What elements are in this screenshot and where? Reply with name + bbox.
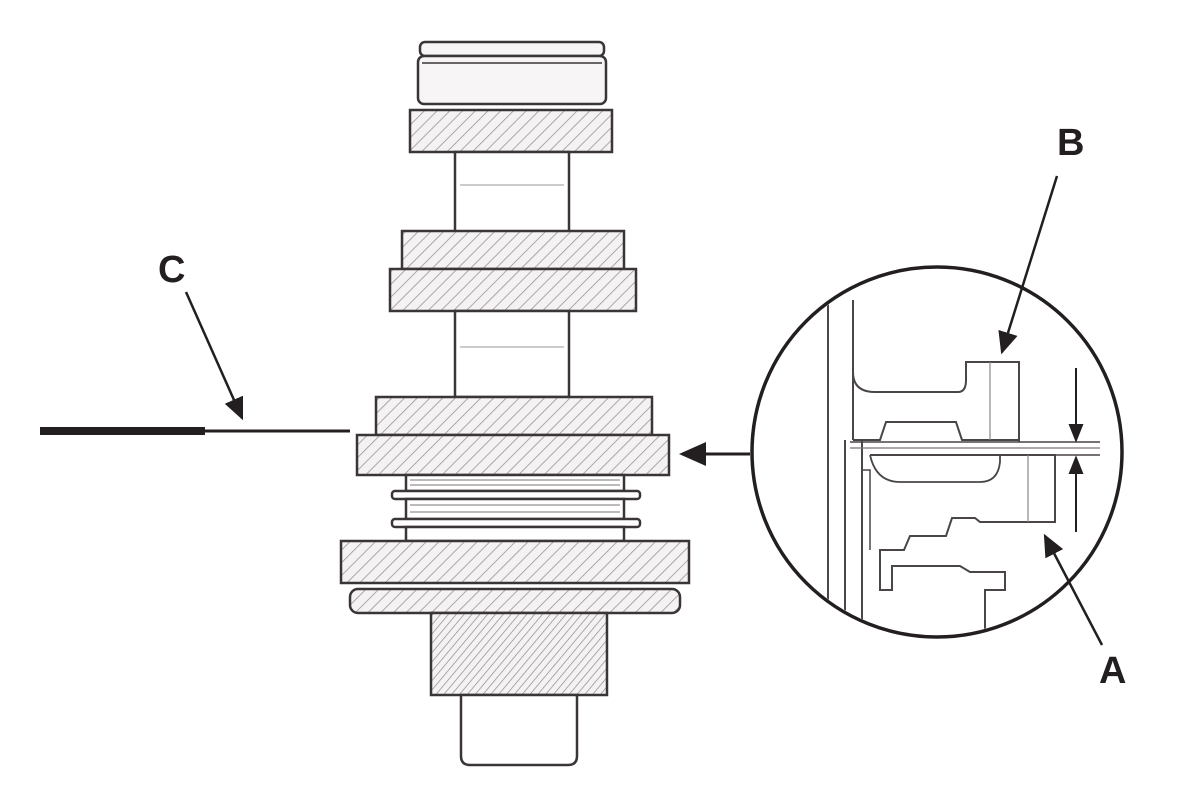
- top-collar: [408, 108, 614, 154]
- clearance-indicator: [1068, 368, 1084, 532]
- bottom-shaft-stub: [459, 693, 579, 767]
- middle-gear-1: [374, 395, 654, 437]
- leader-a: [1043, 533, 1104, 646]
- detail-circle: [750, 265, 1124, 639]
- middle-shaft-segment: [453, 309, 571, 399]
- leader-b: [998, 175, 1059, 355]
- lower-gear-1: [339, 539, 691, 585]
- upper-gear-1: [400, 229, 626, 271]
- detail-lower-gear: [870, 454, 1056, 635]
- synchro-assembly: [390, 473, 642, 543]
- upper-gear-2: [388, 267, 638, 313]
- lower-gear-2: [348, 587, 682, 615]
- detail-view: [750, 265, 1124, 639]
- detail-upper-gear: [852, 300, 1020, 442]
- leader-c: [184, 291, 244, 421]
- top-cap: [416, 40, 608, 106]
- callout-leaders: [184, 175, 1104, 646]
- label-b: B: [1057, 122, 1084, 164]
- lower-hub: [429, 611, 609, 697]
- label-c: C: [158, 249, 185, 291]
- label-a: A: [1099, 650, 1126, 692]
- upper-shaft-segment: [453, 150, 571, 234]
- middle-gear-2: [355, 433, 671, 477]
- shaft-assembly: [339, 40, 691, 767]
